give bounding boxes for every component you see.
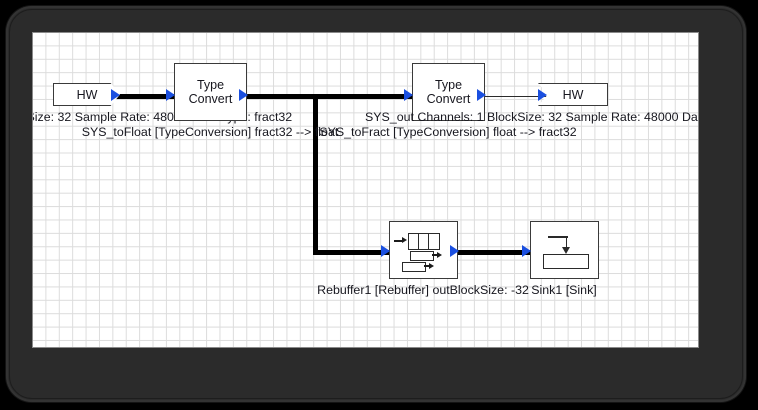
sys-tofloat-type: [TypeConversion] — [154, 125, 252, 139]
sink-icon — [535, 230, 595, 270]
wire-sysin-tofloat — [114, 94, 174, 99]
sys-tofloat-title-line2: Convert — [188, 92, 233, 106]
wire-tofract-sysout — [485, 96, 547, 98]
sys-in-caption: SYS_in Channels: 6 BlockSize: 32 Sample … — [33, 110, 292, 125]
sys-out-prop-channels: Channels: 1 — [417, 110, 484, 124]
sys-tofloat-caption: SYS_toFloat [TypeConversion] fract32 -->… — [82, 125, 339, 140]
sys-tofract-output-port-icon[interactable] — [477, 89, 486, 101]
sys-tofract-block[interactable]: Type Convert — [412, 63, 485, 121]
wire-tofloat-tofract — [247, 94, 419, 99]
rebuffer1-type: [Rebuffer] — [374, 283, 429, 297]
sink1-caption: Sink1 [Sink] — [531, 283, 596, 298]
sys-in-prop-blocksize: BlockSize: 32 — [33, 110, 72, 124]
rebuffer1-output-port-icon[interactable] — [450, 245, 459, 257]
rebuffer1-param: outBlockSize: -32 — [432, 283, 529, 297]
rebuffer1-caption: Rebuffer1 [Rebuffer] outBlockSize: -32 — [317, 283, 529, 298]
sys-out-prop-datatype: Data Type: fract32 — [681, 110, 698, 124]
sys-out-input-port-icon[interactable] — [538, 89, 547, 101]
sys-tofloat-input-port-icon[interactable] — [166, 89, 175, 101]
sys-tofract-type: [TypeConversion] — [393, 125, 490, 139]
sys-tofloat-conversion: fract32 --> float — [254, 125, 339, 139]
sys-tofloat-name: SYS_toFloat — [81, 125, 152, 139]
wire-branch-to-rebuffer — [313, 250, 389, 255]
sys-out-prop-blocksize: BlockSize: 32 — [486, 110, 563, 124]
sys-tofract-name: SYS_toFract — [319, 125, 390, 139]
sys-in-block[interactable]: HW — [53, 83, 120, 106]
sys-in-output-port-icon[interactable] — [111, 89, 120, 101]
rebuffer-icon — [392, 229, 456, 272]
rebuffer1-name: Rebuffer1 — [317, 283, 372, 297]
sys-out-icon-label: HW — [562, 87, 584, 102]
sys-tofract-title-line1: Type — [434, 78, 463, 92]
sys-in-prop-samplerate: Sample Rate: 48000 — [74, 110, 188, 124]
sys-out-caption: SYS_out Channels: 1 BlockSize: 32 Sample… — [365, 110, 698, 125]
sys-tofract-title-line2: Convert — [426, 92, 471, 106]
sink1-input-port-icon[interactable] — [522, 245, 531, 257]
wire-rebuffer-sink — [458, 250, 530, 255]
sys-out-prop-samplerate: Sample Rate: 48000 — [565, 110, 679, 124]
sys-tofloat-block[interactable]: Type Convert — [174, 63, 247, 121]
sys-tofloat-title-line1: Type — [196, 78, 225, 92]
sink1-name: Sink1 — [531, 283, 563, 297]
sys-out-name: SYS_out — [365, 110, 414, 124]
rebuffer1-input-port-icon[interactable] — [381, 245, 390, 257]
sys-tofract-input-port-icon[interactable] — [404, 89, 413, 101]
sys-out-block[interactable]: HW — [538, 83, 608, 106]
wire-branch-vertical — [313, 94, 318, 255]
sys-tofract-conversion: float --> fract32 — [492, 125, 577, 139]
diagram-canvas[interactable]: HW SYS_in Channels: 6 BlockSize: 32 Samp… — [32, 32, 699, 348]
sink1-type: [Sink] — [565, 283, 597, 297]
rebuffer1-block[interactable] — [389, 221, 458, 279]
sys-tofract-caption: SYS_toFract [TypeConversion] float --> f… — [319, 125, 576, 140]
sys-tofloat-output-port-icon[interactable] — [239, 89, 248, 101]
sys-in-icon-label: HW — [76, 87, 98, 102]
sink1-block[interactable] — [530, 221, 599, 279]
